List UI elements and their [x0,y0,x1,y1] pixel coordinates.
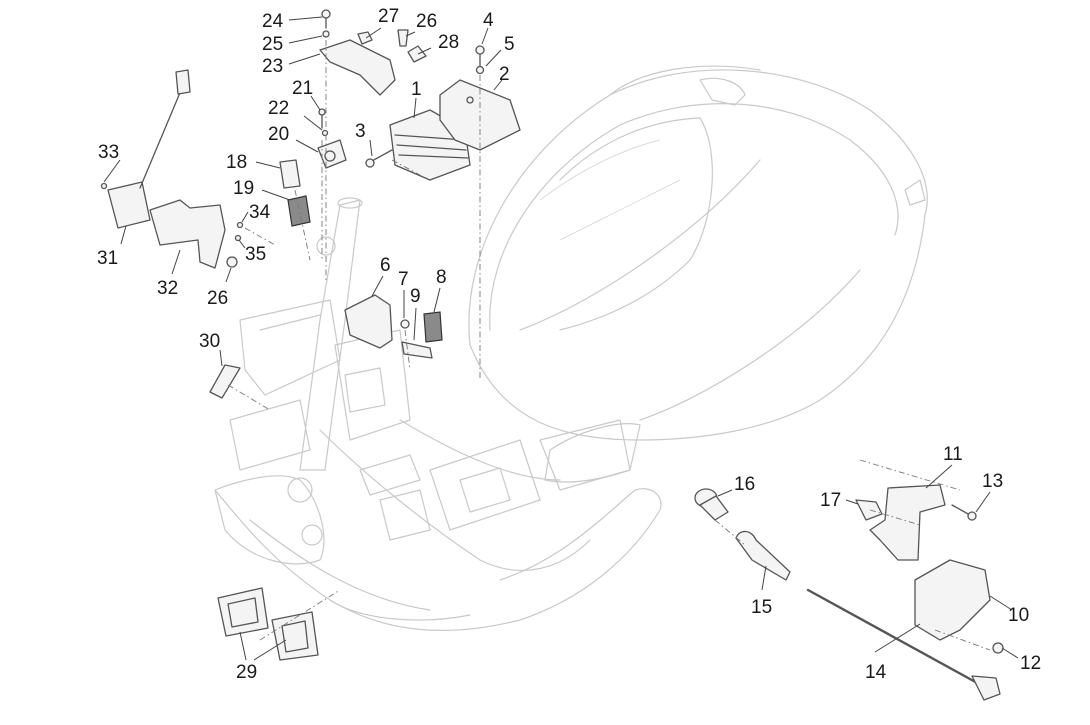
screw-21 [318,108,326,129]
callout-25: 25 [262,34,283,55]
callout-4: 4 [483,10,494,31]
callout-23: 23 [262,56,283,77]
callout-29: 29 [236,662,257,683]
plug-26-upper [397,29,409,47]
callout-15: 15 [751,597,772,618]
callout-13: 13 [982,471,1003,492]
callout-17: 17 [820,490,841,511]
washer-7 [400,319,410,329]
washer-25 [322,30,330,38]
plug-26-lower [226,256,238,268]
screw-13 [951,504,977,521]
clip-27 [357,31,373,45]
screw-34 [236,221,244,229]
callout-22: 22 [268,98,289,119]
plate-11 [869,484,946,561]
callout-27: 27 [378,6,399,27]
callout-19: 19 [233,178,254,199]
callout-3: 3 [355,121,366,142]
callout-33: 33 [98,142,119,163]
clip-18 [279,159,301,189]
screw-24 [321,9,331,29]
callout-31: 31 [97,248,118,269]
grilles-29 [217,587,319,661]
callout-6: 6 [380,255,391,276]
callout-21: 21 [292,78,313,99]
regulator-bracket [439,79,521,151]
callout-10: 10 [1008,605,1029,626]
callout-34: 34 [249,202,271,223]
nut-35 [234,234,242,242]
callout-labels: 24 25 23 27 26 28 4 5 2 1 3 21 22 20 18 … [97,6,1041,683]
callout-32: 32 [157,278,178,299]
bracket-6 [344,294,393,349]
callout-5: 5 [504,34,515,55]
callout-7: 7 [398,269,409,290]
horn-bracket-32 [149,199,226,269]
callout-1: 1 [411,79,422,100]
leader-lines [103,16,1019,661]
rubber-19 [287,195,311,227]
callout-11: 11 [943,444,963,465]
callout-18: 18 [226,152,247,173]
washer-5 [475,65,485,75]
horn-31 [107,69,191,229]
screw-4 [475,45,485,67]
callout-28: 28 [438,32,459,53]
screw-3 [365,149,393,168]
callout-14: 14 [865,662,887,683]
callout-16: 16 [734,474,755,495]
rubber-8 [423,311,443,343]
callout-24: 24 [262,11,284,32]
cover-30 [209,364,241,399]
link-15 [735,530,791,581]
pin-9 [401,341,433,359]
actuator-10 [914,559,991,641]
upper-bracket [319,39,396,96]
callout-2: 2 [499,64,510,85]
callout-35: 35 [245,244,266,265]
bush-16 [694,488,729,521]
callout-20: 20 [268,124,289,145]
washer-22 [321,129,329,137]
callout-12: 12 [1020,653,1041,674]
clip-28 [407,45,427,63]
rod-14 [806,588,1001,701]
callout-8: 8 [436,267,447,288]
callout-26-upper: 26 [416,11,437,32]
callout-30: 30 [199,331,220,352]
assembly-lines [227,40,991,651]
callout-9: 9 [410,286,421,307]
screw-12 [992,642,1004,654]
connector-20 [317,139,347,169]
fitting-17 [855,499,883,521]
screw-33 [100,182,108,190]
scooter-body-frame [214,65,928,631]
callout-26-lower: 26 [207,288,228,309]
